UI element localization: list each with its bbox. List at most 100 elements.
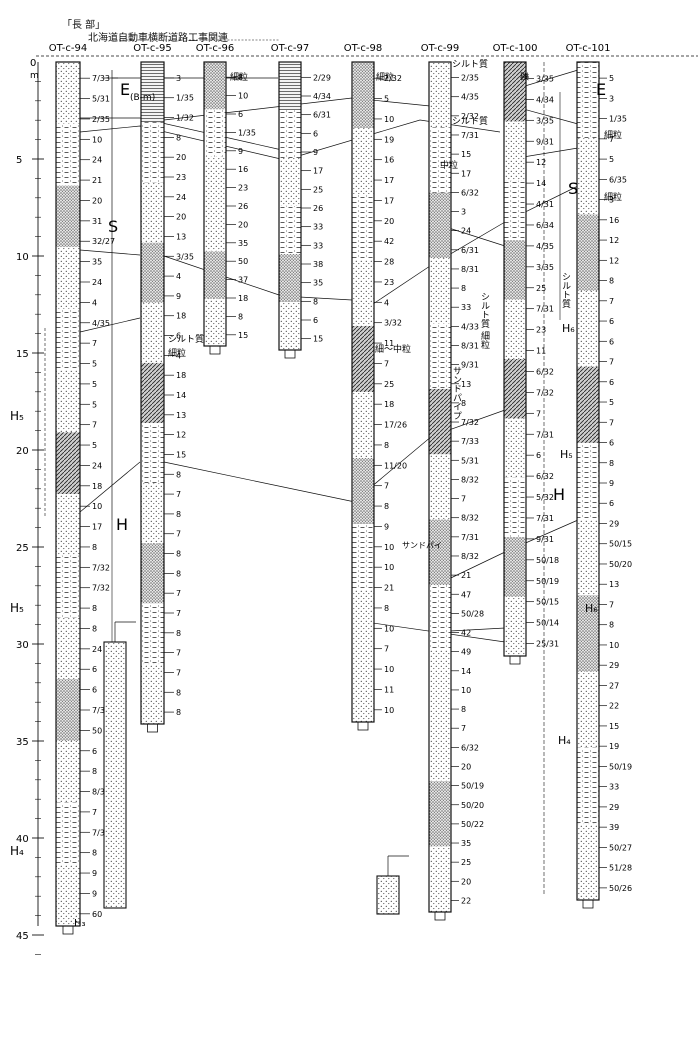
n-value-label: 4/35 xyxy=(92,319,110,328)
n-value-label: 24 xyxy=(176,193,186,202)
n-value-label: 7 xyxy=(176,649,181,658)
n-value-label: 24 xyxy=(92,278,102,287)
n-value-label: 9 xyxy=(176,292,181,301)
n-value-label: 50/19 xyxy=(536,577,559,586)
n-value-label: 50 xyxy=(92,726,102,735)
n-value-label: 6 xyxy=(238,110,243,119)
n-value-label: 4/35 xyxy=(536,242,554,251)
n-value-label: 8 xyxy=(92,849,97,858)
n-value-label: 13 xyxy=(609,580,619,589)
n-value-label: 8 xyxy=(92,543,97,552)
n-value-label: 10 xyxy=(92,135,102,144)
n-value-label: 10 xyxy=(609,641,619,650)
n-value-label: 18 xyxy=(176,312,186,321)
soil-label: シルト質 xyxy=(452,58,488,70)
stratum-segment xyxy=(577,671,599,748)
n-value-label: 16 xyxy=(609,216,619,225)
n-value-label: 7 xyxy=(384,482,389,491)
stratum-segment xyxy=(429,650,451,716)
n-value-label: 7 xyxy=(92,339,97,348)
soil-label: 細粒 xyxy=(230,71,248,83)
n-value-label: 50/19 xyxy=(461,782,484,791)
n-value-label: 7/31 xyxy=(461,131,479,140)
n-value-label: 2/32 xyxy=(461,112,479,121)
stratum-segment xyxy=(204,109,226,157)
n-value-label: 15 xyxy=(238,331,248,340)
n-value-label: 18 xyxy=(238,294,248,303)
stratum-segment xyxy=(141,182,164,243)
n-value-label: 8 xyxy=(176,629,181,638)
stratum-segment xyxy=(141,62,164,123)
n-value-label: 16 xyxy=(238,165,248,174)
n-value-label: 38 xyxy=(313,260,323,269)
n-value-label: 20 xyxy=(238,220,248,229)
n-value-label: 22 xyxy=(461,896,471,905)
n-value-label: 13 xyxy=(461,380,471,389)
drawing-subtitle: 北海道自動車横断道路工事関連 xyxy=(88,33,228,44)
strata-label: H₅ xyxy=(10,409,24,423)
stratum-segment xyxy=(352,392,374,458)
n-value-label: 35 xyxy=(238,239,248,248)
n-value-label: 20 xyxy=(384,217,394,226)
soil-label: シルト質 xyxy=(452,115,488,127)
stratum-segment xyxy=(279,110,301,158)
n-value-label: 16 xyxy=(384,156,394,165)
stratum-segment xyxy=(141,122,164,183)
n-value-label: 6 xyxy=(536,451,541,460)
n-value-label: 2/35 xyxy=(92,115,110,124)
n-value-label: 5 xyxy=(92,441,97,450)
stratum-segment xyxy=(352,260,374,326)
n-value-label: 33 xyxy=(461,303,471,312)
n-value-label: 7 xyxy=(461,495,466,504)
stratum-segment xyxy=(577,747,599,824)
stratum-segment xyxy=(279,254,301,302)
stratum-segment xyxy=(577,823,599,900)
stratum-segment xyxy=(204,251,226,299)
stratum-segment xyxy=(204,298,226,346)
strata-label: H₅ xyxy=(10,601,24,615)
stratum-segment xyxy=(279,206,301,254)
n-value-label: 7/33 xyxy=(461,437,479,446)
n-value-label: 3/35 xyxy=(536,74,554,83)
n-value-label: 5 xyxy=(609,74,614,83)
stratum-segment xyxy=(352,656,374,722)
n-value-label: 5 xyxy=(609,398,614,407)
stratum-segment xyxy=(577,290,599,367)
n-value-label: 23 xyxy=(238,184,248,193)
stratum-segment xyxy=(429,258,451,324)
n-value-label: 10 xyxy=(461,686,471,695)
n-value-label: 7 xyxy=(609,297,614,306)
soil-label: 礫 xyxy=(520,71,529,83)
n-value-label: 7 xyxy=(176,490,181,499)
n-value-label: 25 xyxy=(384,380,394,389)
stratum-segment xyxy=(504,121,526,181)
n-value-label: 9 xyxy=(609,479,614,488)
n-value-label: 6 xyxy=(609,317,614,326)
n-value-label: 7 xyxy=(176,668,181,677)
n-value-label: 8 xyxy=(176,569,181,578)
soil-label: 細～中粒 xyxy=(375,343,411,355)
n-value-label: 14 xyxy=(176,391,186,400)
n-value-label: 6/32 xyxy=(536,472,554,481)
n-value-label: 33 xyxy=(609,783,619,792)
n-value-label: 18 xyxy=(384,400,394,409)
depth-tick-label: 30 xyxy=(16,640,29,651)
depth-top-label: 0 xyxy=(30,58,36,69)
n-value-label: 6 xyxy=(92,665,97,674)
stratum-segment xyxy=(429,323,451,389)
stratum-segment xyxy=(429,62,451,128)
n-value-label: 9 xyxy=(384,522,389,531)
n-value-label: 60 xyxy=(92,910,102,919)
n-value-label: 8/31 xyxy=(92,788,110,797)
depth-tick-label: 35 xyxy=(16,737,29,748)
stratum-segment xyxy=(279,158,301,206)
stratum-segment xyxy=(204,156,226,204)
stratum-segment xyxy=(577,138,599,215)
n-value-label: 7 xyxy=(92,421,97,430)
n-value-label: 6 xyxy=(313,316,318,325)
n-value-label: 6 xyxy=(609,499,614,508)
n-value-label: 47 xyxy=(461,590,471,599)
stratum-segment xyxy=(141,663,164,724)
n-value-label: 6 xyxy=(609,378,614,387)
